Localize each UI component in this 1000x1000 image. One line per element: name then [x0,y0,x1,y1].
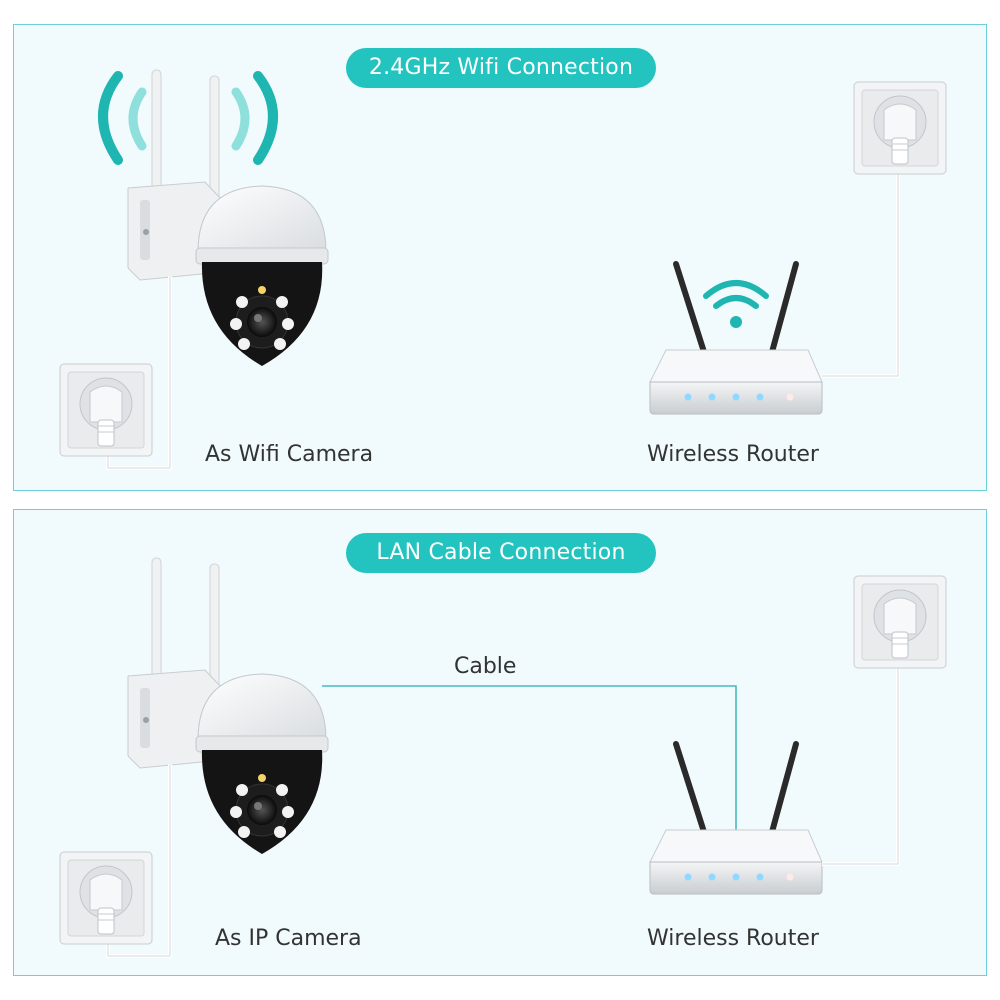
power-outlet-icon [59,363,153,457]
lan-cable-line [322,685,737,830]
wifi-camera-label: As Wifi Camera [205,442,374,467]
router-icon [650,264,822,414]
wifi-camera-icon [127,69,329,367]
lan-router-label: Wireless Router [647,926,819,951]
ip-camera-label: As IP Camera [215,926,362,951]
wifi-router-label: Wireless Router [647,442,819,467]
wifi-signal-icon [703,280,769,328]
lan-connection-title: LAN Cable Connection [346,533,656,573]
lan-router-power-outlet-icon [853,575,947,669]
camera-signal-icon [98,71,278,165]
ip-camera-icon [127,557,329,855]
wifi-connection-title: 2.4GHz Wifi Connection [346,48,656,88]
camera-power-outlet-icon [59,851,153,945]
cable-label: Cable [454,654,517,679]
router-power-outlet-icon [853,81,947,175]
